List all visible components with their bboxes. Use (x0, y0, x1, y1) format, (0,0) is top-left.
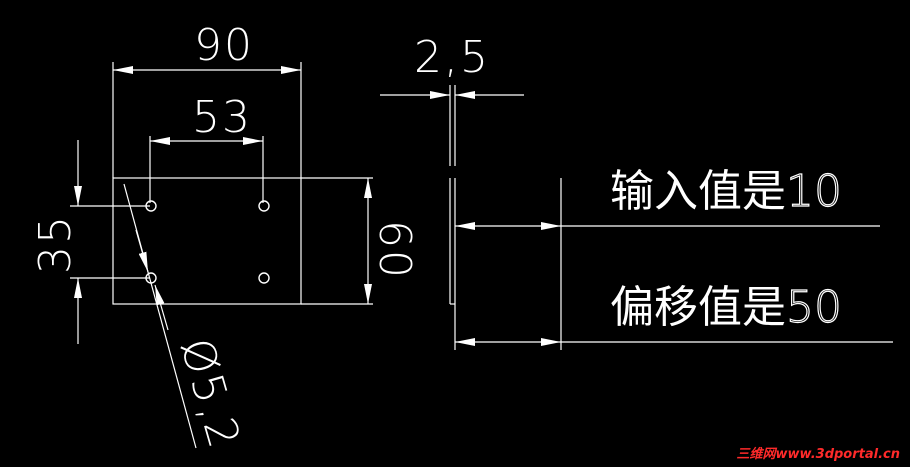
input-value: 10 (786, 166, 842, 217)
plate-part (70, 62, 373, 305)
hole-bottom-right (258, 272, 270, 284)
input-annotation: 输入值是10 (610, 166, 842, 217)
hole-top-left (145, 200, 157, 212)
diameter-arrow-bottom (154, 284, 169, 331)
hole-top-right (258, 200, 270, 212)
diameter-arrow-top (135, 229, 149, 273)
holes (145, 200, 270, 284)
input-label: 输入值是 (610, 166, 786, 217)
plate-outline (112, 177, 302, 305)
diameter-leader (123, 183, 197, 449)
dim-text-thickness: 2,5 (414, 32, 490, 83)
offset-annotation: 偏移值是50 (610, 282, 842, 333)
dim-text-60: 60 (369, 220, 420, 280)
dim-text-diameter: Ø5,2 (170, 333, 250, 455)
dim-text-35: 35 (30, 214, 81, 274)
offset-label: 偏移值是 (610, 282, 786, 333)
watermark: 三维网www.3dportal.cn (737, 446, 900, 462)
offset-value: 50 (786, 282, 842, 333)
dim-text-53: 53 (192, 92, 252, 143)
dim-text-90: 90 (194, 20, 254, 71)
